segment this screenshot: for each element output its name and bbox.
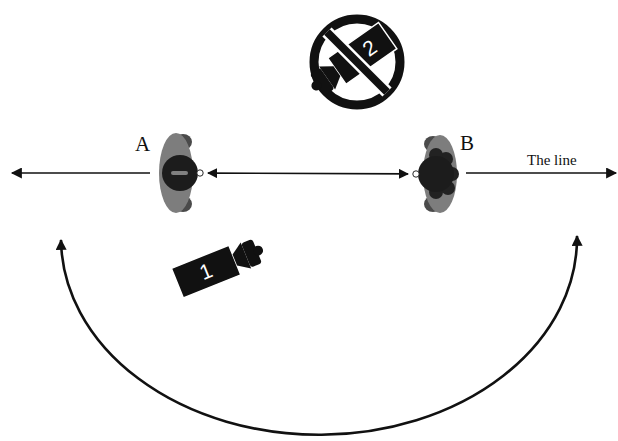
person-letter: A (135, 133, 150, 155)
person-figure (413, 135, 459, 213)
axis-line-left (12, 172, 150, 174)
person-node: A (150, 130, 208, 216)
axis-line-right (466, 172, 616, 174)
camera-number: 1 (171, 245, 240, 298)
person-letter: B (460, 132, 474, 154)
person-head (418, 156, 454, 192)
person-nose (197, 170, 203, 176)
person-outline (150, 130, 208, 216)
gaze-arrow (208, 172, 408, 174)
camera-arc (61, 236, 577, 435)
person-outline (408, 132, 466, 216)
line-label: The line (527, 151, 577, 169)
camera-outline (295, 12, 406, 113)
camera-node: 1 (165, 222, 275, 310)
person-figure (159, 133, 203, 213)
camera-symbol (171, 234, 268, 298)
camera-symbol (303, 23, 397, 102)
camera-lens-end (310, 67, 335, 95)
camera-lens-cap (309, 79, 323, 93)
camera-lens-cap (252, 244, 265, 257)
person-node: B (408, 132, 466, 216)
camera-outline (165, 222, 275, 310)
prohibition-slash (327, 32, 387, 92)
camera-body (171, 245, 240, 298)
person-head (162, 155, 198, 191)
camera-node: 2 (295, 12, 406, 113)
person-nose (413, 171, 419, 177)
person-hair-stripe (171, 171, 188, 175)
prohibition-slash-outline (327, 32, 387, 92)
